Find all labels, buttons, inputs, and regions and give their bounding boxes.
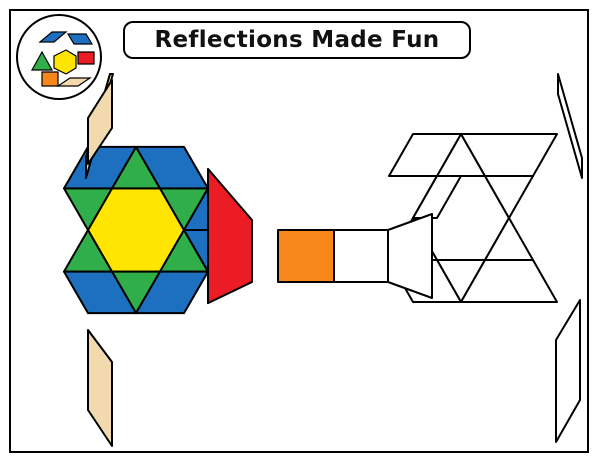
rhombus-outline (460, 133, 558, 177)
thin-rhombus-outline (557, 73, 583, 179)
trapezoid-outline (387, 213, 433, 299)
pattern-blocks-logo-icon (16, 14, 102, 100)
trapezoid-piece (207, 167, 253, 305)
rhombus-piece (135, 145, 209, 190)
rhombus-piece (135, 270, 209, 315)
title-box: Reflections Made Fun (123, 21, 471, 59)
thin-rhombus-piece (87, 329, 113, 447)
thin-rhombus-outline (555, 299, 581, 443)
square-outline (333, 229, 389, 283)
page-title: Reflections Made Fun (154, 27, 440, 53)
thin-rhombus-piece (87, 79, 113, 165)
rhombus-outline (388, 133, 462, 177)
rhombus-piece (63, 270, 137, 315)
square-piece (277, 229, 335, 283)
rhombus-outline (460, 259, 558, 303)
